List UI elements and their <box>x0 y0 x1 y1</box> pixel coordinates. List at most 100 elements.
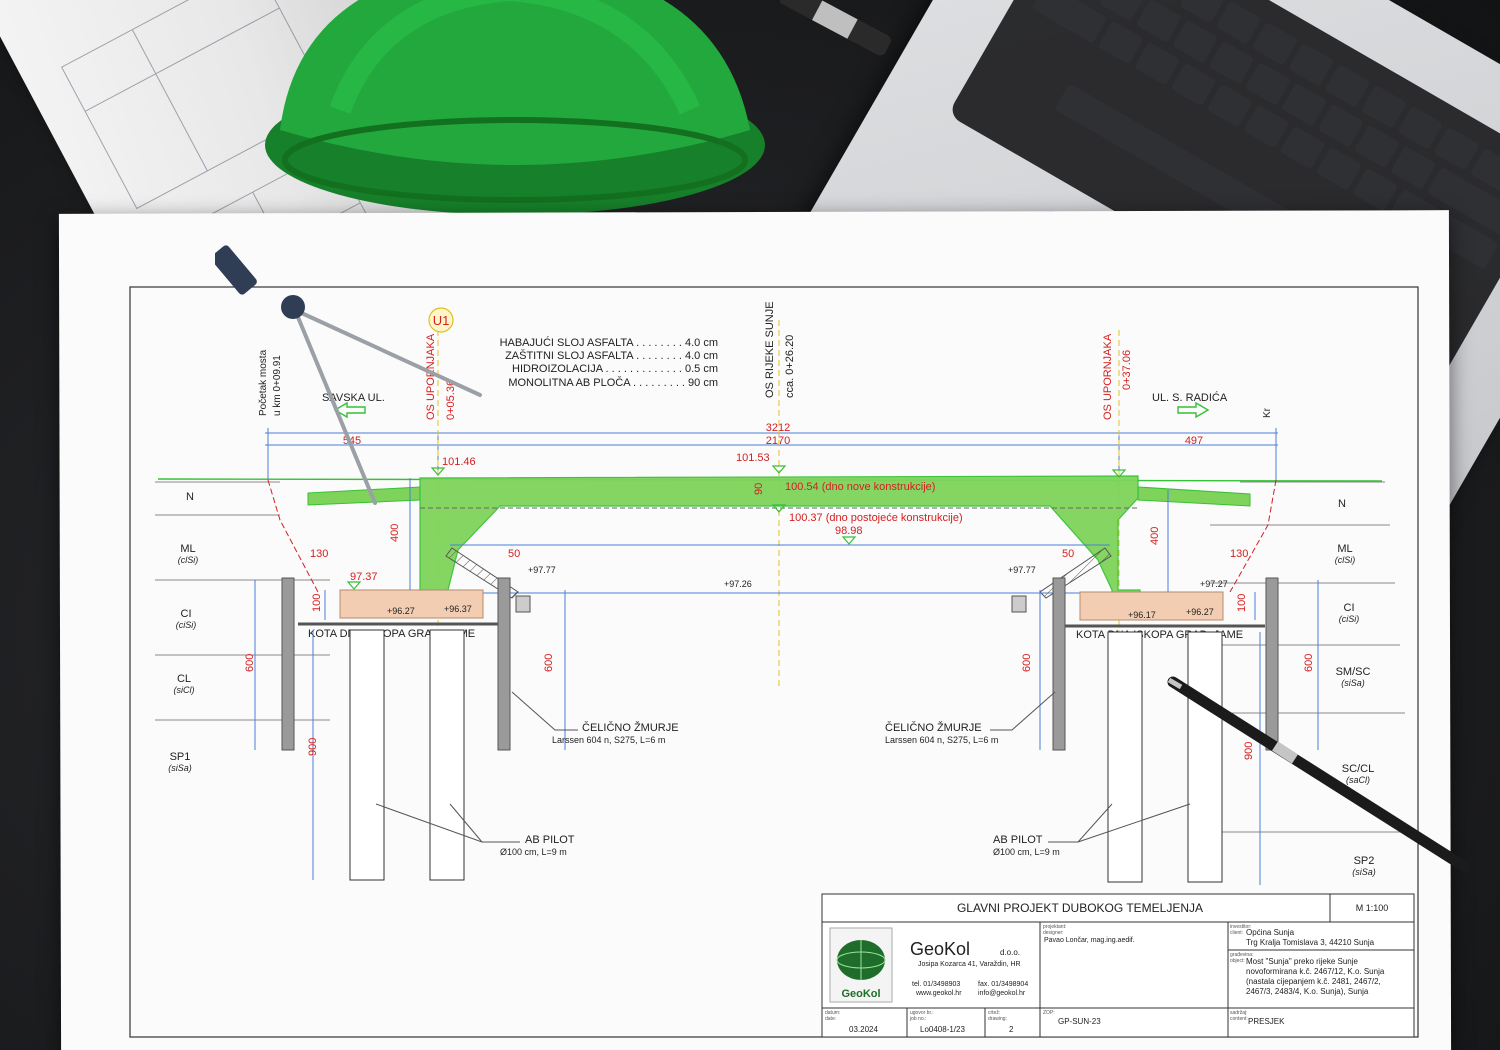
elev-left-cap-a: +96.27 <box>387 606 415 616</box>
left-pile-cap <box>339 589 484 619</box>
layer-3: MONOLITNA AB PLOČA . . . . . . . . . 90 … <box>508 376 718 389</box>
vertical-dimension-labels: 600 900 400 100 600 600 400 100 600 900 … <box>244 483 1315 760</box>
level-marks: +97.77 +97.26 +97.77 +97.27 +96.27 +96.3… <box>387 565 1228 620</box>
logo-text: GeoKol <box>841 988 880 1000</box>
client-line-1: Općina Sunja <box>1246 928 1295 937</box>
soil-left-2-sub: (ciSi) <box>176 620 197 630</box>
left-waler <box>515 595 531 613</box>
company-name: GeoKol <box>910 939 970 959</box>
client-label-2: client: <box>1230 930 1243 936</box>
soil-left-3-sub: (siCl) <box>174 685 195 695</box>
soil-right-4: SC/CL <box>1342 763 1374 775</box>
sheet-pile-spec-right: Larssen 604 n, S275, L=6 m <box>885 735 998 745</box>
level-triangles <box>346 465 1127 590</box>
designer-label: projektant: <box>1043 924 1066 930</box>
soil-right-1: ML <box>1337 543 1352 555</box>
vertical-dimension-lines <box>254 478 1319 885</box>
soil-left-0: N <box>186 491 194 503</box>
dim-cap-left: 100 <box>311 594 323 612</box>
elev-right-outer: +97.27 <box>1200 579 1228 589</box>
designer-name: Pavao Lončar, mag.ing.aedif. <box>1044 937 1135 944</box>
soil-right-5-sub: (siSa) <box>1352 867 1376 877</box>
layer-1: ZAŠTITNI SLOJ ASFALTA . . . . . . . . 4.… <box>505 349 718 362</box>
right-pile-1 <box>1107 631 1143 883</box>
dim-sheet-right-outer: 600 <box>1303 654 1315 672</box>
right-riprap <box>1039 547 1112 599</box>
content-value: PRESJEK <box>1248 1017 1285 1026</box>
dim-inner-left: 50 <box>508 548 520 560</box>
tb-scale: M 1:100 <box>1356 903 1389 913</box>
elev-new-bottom: 100.54 (dno nove konstrukcije) <box>785 481 935 493</box>
object-line-1: Most "Sunja" preko rijeke Sunje <box>1246 957 1359 966</box>
dim-span: 2170 <box>766 435 790 447</box>
drawing-value: 2 <box>1009 1025 1014 1034</box>
right-excavation <box>1229 479 1277 593</box>
soil-left-4: SP1 <box>170 751 191 763</box>
soil-left-1: ML <box>180 543 195 555</box>
dim-pile-right: 900 <box>1243 742 1255 760</box>
company-email: info@geokol.hr <box>978 990 1026 997</box>
pile-title-right: AB PILOT <box>993 834 1043 846</box>
soil-right-3: SM/SC <box>1336 666 1371 678</box>
drafting-compass <box>215 245 482 505</box>
dim-sheet-right-inner: 600 <box>1021 654 1033 672</box>
drawing-label: crtež: <box>988 1010 1000 1016</box>
ballpoint-pen <box>1167 676 1471 873</box>
soil-lines-left <box>155 481 330 721</box>
axis-river-label: OS RIJEKE SUNJE <box>764 301 776 398</box>
tb-title: GLAVNI PROJEKT DUBOKOG TEMELJENJA <box>957 901 1203 915</box>
soil-lines-right <box>1210 481 1410 833</box>
company-address: Josipa Kozarca 41, Varaždin, HR <box>918 961 1021 968</box>
soil-right-5: SP2 <box>1354 855 1375 867</box>
axis-right-label: OS UPORNJAKA <box>1102 333 1114 420</box>
right-approach-slab <box>1137 486 1251 507</box>
contract-label-2: job no.: <box>909 1016 926 1022</box>
dim-wall-right: 400 <box>1149 527 1161 545</box>
pile-spec-left: Ø100 cm, L=9 m <box>500 847 567 857</box>
sheet-border <box>129 286 1419 1038</box>
right-edge-label: Kr <box>1262 407 1273 418</box>
elev-left-deck: 101.46 <box>442 456 476 468</box>
axis-left-label: OS UPORNJAKA <box>425 333 437 420</box>
soil-left-3: CL <box>177 673 191 685</box>
sheet-pile-spec-left: Larssen 604 n, S275, L=6 m <box>552 735 665 745</box>
bridge-start-2: u km 0+09.91 <box>272 355 283 416</box>
client-line-2: Trg Kralja Tomislava 3, 44210 Sunja <box>1246 938 1375 947</box>
date-value: 03.2024 <box>849 1025 878 1034</box>
content-label-2: content: <box>1230 1016 1248 1022</box>
soil-left-2: CI <box>181 608 192 620</box>
dim-cap-right: 100 <box>1236 594 1248 612</box>
street-left: SAVSKA UL. <box>322 392 385 404</box>
bridge-start-1: Početak mosta <box>258 349 269 416</box>
element-notes: ČELIČNO ŽMURJE Larssen 604 n, S275, L=6 … <box>500 721 1060 857</box>
marker-pen <box>778 0 910 65</box>
elevation-labels: 101.46 101.53 100.54 (dno nove konstrukc… <box>350 452 963 583</box>
soil-right-2: CI <box>1344 602 1355 614</box>
bridge-deck <box>419 475 1141 595</box>
right-waler <box>1011 595 1027 613</box>
pile-title-left: AB PILOT <box>525 834 575 846</box>
dim-sheet-left-outer: 600 <box>244 654 256 672</box>
object-label-2: object: <box>1230 958 1245 964</box>
soil-left-4-sub: (siSa) <box>168 763 192 773</box>
dim-total: 3212 <box>766 422 790 434</box>
zop-value: GP-SUN-23 <box>1058 1017 1101 1026</box>
left-outer-sheet-pile <box>281 577 295 751</box>
leader-lines <box>375 691 1191 843</box>
elev-right-cap-a: +96.17 <box>1128 610 1156 620</box>
date-label: datum: <box>825 1010 840 1016</box>
title-block: GLAVNI PROJEKT DUBOKOG TEMELJENJA M 1:10… <box>821 893 1415 1038</box>
soil-right-3-sub: (siSa) <box>1341 678 1365 688</box>
object-line-3: (nastala cijepanjem k.č. 2481, 2467/2, <box>1246 977 1381 986</box>
soil-labels-right: N ML (clSi) CI (ciSi) SM/SC (siSa) SC/CL… <box>1335 498 1376 877</box>
contract-label: ugovor br.: <box>910 1010 934 1016</box>
zop-label: ZOP: <box>1043 1010 1055 1016</box>
company-tel: tel. 01/3498903 <box>912 981 960 988</box>
elev-right-inner: +97.77 <box>1008 565 1036 575</box>
right-inner-sheet-pile <box>1052 577 1066 751</box>
layer-notes: HABAJUĆI SLOJ ASFALTA . . . . . . . . 4.… <box>500 336 718 389</box>
axis-river-km: cca. 0+26.20 <box>784 335 796 398</box>
dim-right: 497 <box>1185 435 1203 447</box>
dim-right-offset: 130 <box>1230 548 1248 560</box>
